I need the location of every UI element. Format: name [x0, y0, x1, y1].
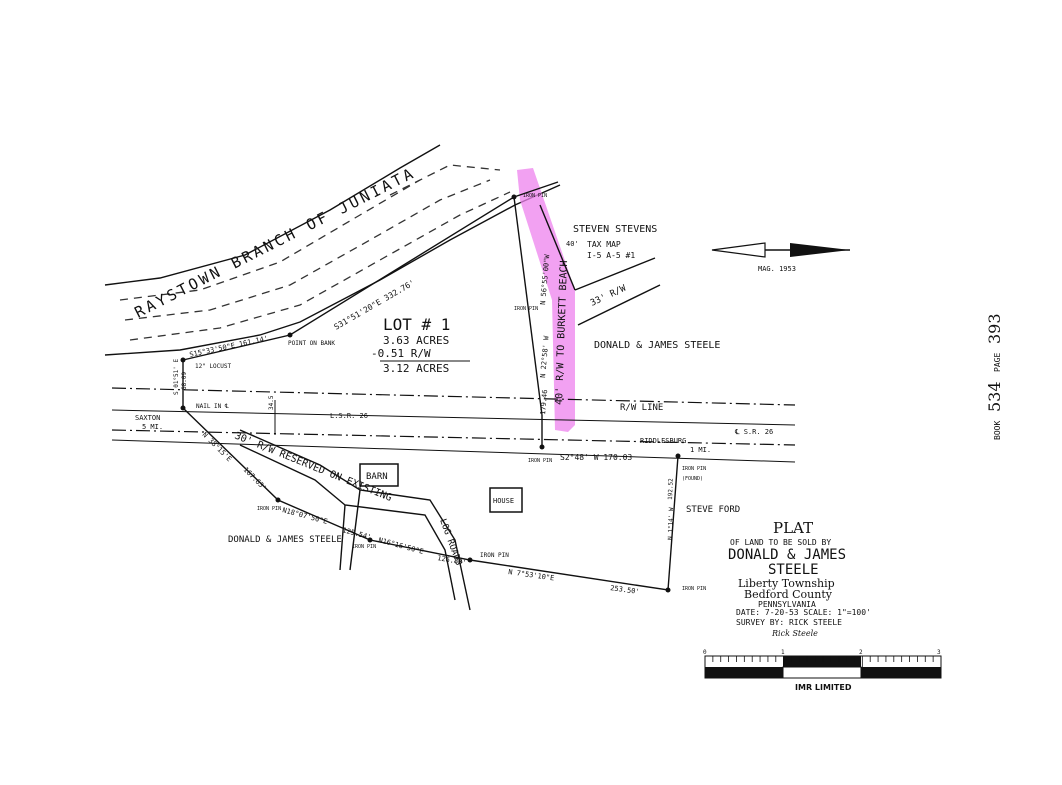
title-township: Liberty Township: [738, 577, 835, 590]
scale-tick-0: 0: [703, 649, 707, 656]
scale-tick-1: 1: [781, 649, 785, 656]
lot-title: LOT # 1: [383, 315, 450, 334]
bearing-west-side: S 01°51' E: [173, 358, 180, 395]
bearing-west-len: 68.09: [181, 372, 188, 390]
river-label: RAYSTOWN BRANCH OF JUNIATA: [132, 164, 419, 322]
burkett-beach-highlight: [517, 168, 575, 432]
bearing-west-dist: 34.5: [268, 395, 275, 410]
bearing-diag: N 38°15'E: [201, 431, 233, 463]
bearing-se: N 1°14' W: [667, 507, 675, 540]
riddlesburg-label: RIDDLESBURG: [640, 437, 686, 445]
iron-pin-found: (FOUND): [682, 476, 703, 482]
bearing-east-mid: N 22°58' W: [539, 335, 551, 378]
book-label: BOOK: [993, 421, 1002, 440]
riddlesburg-mi-label: 1 MI.: [690, 446, 711, 454]
stevens-tax: TAX MAP: [587, 240, 621, 249]
bearing-seg1: N18°07'50"E: [281, 506, 328, 526]
house-box: [489, 487, 523, 513]
north-arrow-label: MAG. 1953: [758, 265, 796, 273]
title-owners: DONALD & JAMES: [728, 547, 846, 563]
lot-net: 3.12 ACRES: [383, 362, 449, 375]
title-sub: OF LAND TO BE SOLD BY: [730, 538, 831, 547]
lot-boundary: [180, 181, 681, 593]
bearing-bottom: N 7°53'10"E: [508, 568, 555, 582]
bearing-seg1-len: 125.54': [341, 526, 372, 541]
point-on-bank-label: POINT ON BANK: [288, 340, 335, 347]
east-right-of-way: [539, 204, 661, 447]
page-label: PAGE: [993, 353, 1002, 372]
burkett-label: 40' R/W TO BURKETT BEACH: [554, 260, 570, 405]
title-county: Bedford County: [744, 588, 833, 601]
book-stamp: BOOK 534 PAGE 393: [985, 313, 1004, 440]
title-date-scale: DATE: 7-20-53 SCALE: 1"=100': [736, 608, 871, 617]
bearing-seg2: N16°16'50"E: [377, 536, 424, 556]
iron-pin-4: IRON PIN: [682, 466, 706, 472]
bearing-forty: 40': [566, 240, 579, 248]
steele-east: DONALD & JAMES STEELE: [594, 340, 720, 351]
bearing-south-road: S2°48' W 170.03: [560, 453, 632, 462]
rw-line-label: R/W LINE: [620, 403, 663, 413]
lot-acres: 3.63 ACRES: [383, 334, 449, 347]
bearing-east-len: 179.46: [539, 389, 549, 415]
bearing-se-len: 192.52: [667, 478, 675, 500]
north-arrow: MAG. 1953: [711, 242, 850, 273]
saxton-label: SAXTON: [135, 414, 160, 422]
log-roads: [239, 429, 471, 611]
iron-pin-2: IRON PIN: [514, 306, 538, 312]
barn-label: BARN: [366, 472, 388, 482]
scale-brand: IMR LIMITED: [795, 683, 852, 692]
page-number: 393: [985, 313, 1004, 344]
locust-label: 12" LOCUST: [195, 363, 232, 370]
title-block: PLAT OF LAND TO BE SOLD BY DONALD & JAME…: [728, 519, 871, 638]
iron-pin-3: IRON PIN: [528, 458, 552, 464]
iron-pin-1: IRON PIN: [523, 193, 547, 199]
scale-tick-3: 3: [937, 649, 941, 656]
title-state: PENNSYLVANIA: [758, 600, 816, 609]
title-survey: SURVEY BY: RICK STEELE: [736, 618, 842, 627]
rw-33-label: 33' R/W: [589, 283, 628, 308]
book-number: 534: [985, 381, 1004, 412]
stevens-name: STEVEN STEVENS: [573, 224, 657, 235]
title-signature: Rick Steele: [771, 629, 818, 638]
steele-west: DONALD & JAMES STEELE: [228, 535, 342, 545]
house-label: HOUSE: [493, 497, 514, 505]
title-surname: STEELE: [768, 562, 819, 578]
state-road: [111, 387, 796, 463]
iron-pin-7: IRON PIN: [480, 552, 509, 559]
saxton-mi-label: 5 MI.: [142, 423, 163, 431]
iron-pin-5: IRON PIN: [257, 506, 281, 512]
bearing-diag-len: 167.63': [242, 466, 269, 493]
lsr-right-label: ℄ S.R. 26: [734, 428, 773, 436]
iron-pin-6: IRON PIN: [352, 544, 376, 550]
steve-ford: STEVE FORD: [686, 505, 740, 515]
bearing-bottom-len: 253.50': [610, 584, 640, 596]
nail-label: NAIL IN ℄: [196, 403, 229, 410]
stevens-parcel: I-5 A-5 #1: [587, 251, 635, 260]
scale-tick-2: 2: [859, 649, 863, 656]
lot-rw: -0.51 R/W: [371, 347, 431, 360]
scale-bar: 0 1 2 3 IMR LIMITED: [703, 649, 942, 692]
lsr-left-label: L.S.R. 26: [330, 412, 368, 420]
title-plat: PLAT: [773, 519, 813, 537]
iron-pin-8: IRON PIN: [682, 586, 706, 592]
barn-box: [359, 463, 399, 487]
